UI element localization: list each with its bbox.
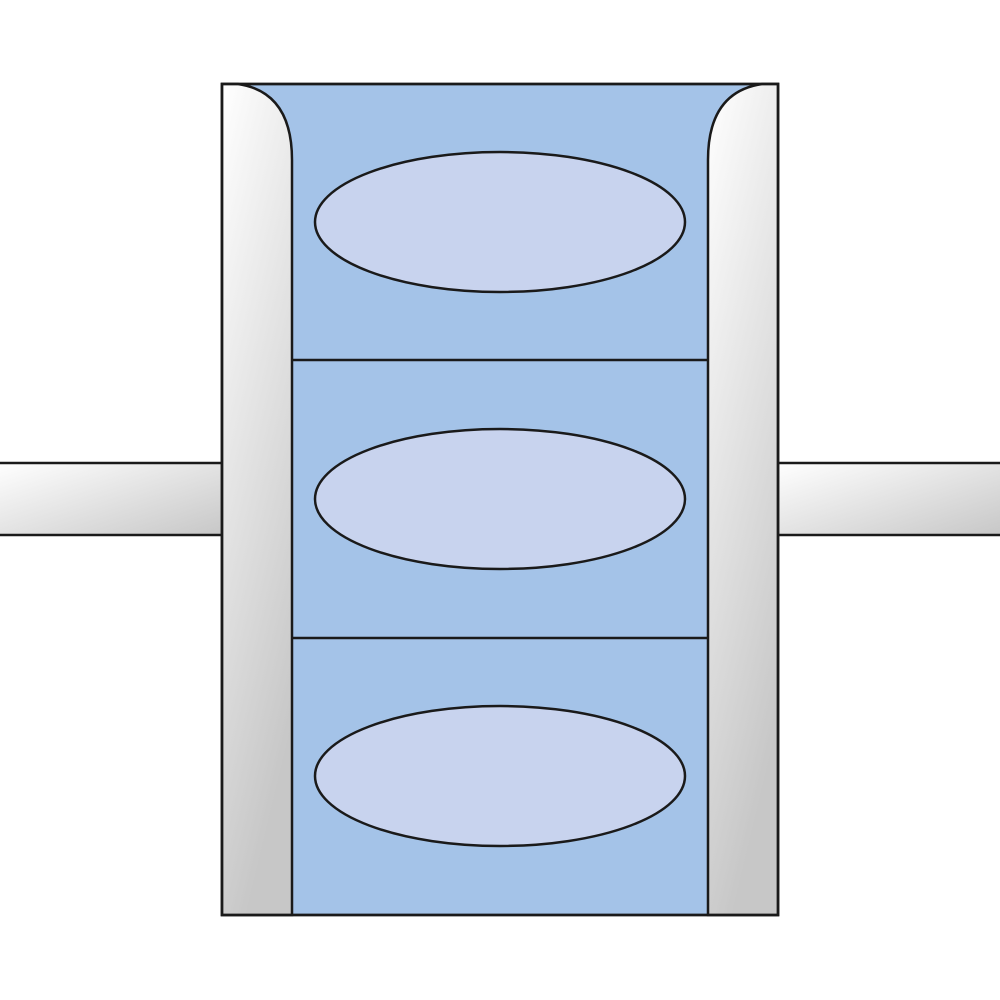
ellipse-middle (313, 427, 687, 571)
ellipse-top (313, 150, 687, 294)
left-wall (220, 82, 294, 917)
right-rod (774, 461, 1000, 537)
left-rod (0, 461, 226, 537)
ellipse-bottom (313, 704, 687, 848)
right-wall (706, 82, 780, 917)
container-outline (220, 82, 780, 917)
